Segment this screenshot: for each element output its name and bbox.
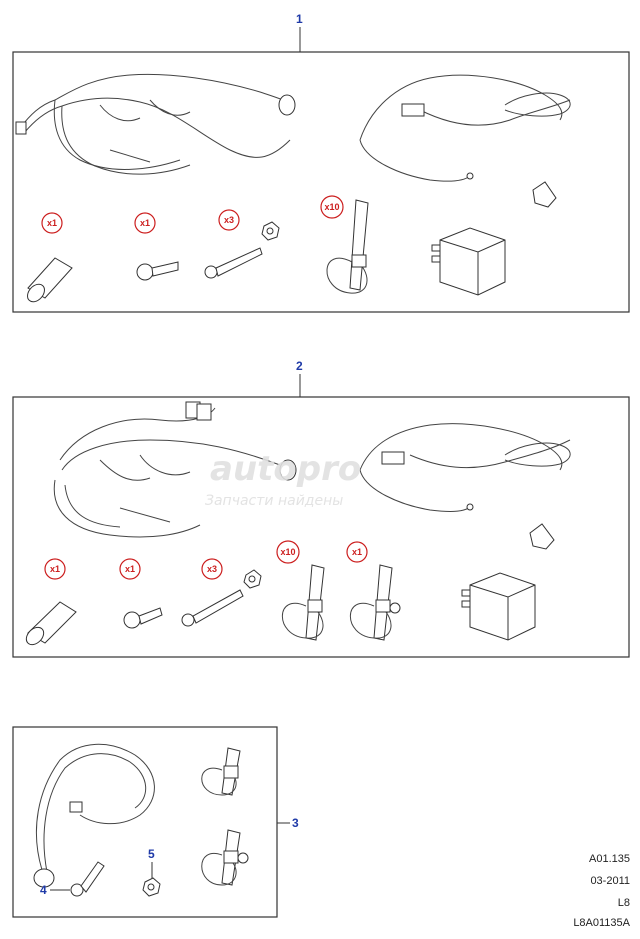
reference-date: 03-2011 (590, 875, 630, 887)
svg-text:x1: x1 (47, 218, 57, 228)
svg-text:x3: x3 (207, 564, 217, 574)
bolt-icon (181, 589, 244, 627)
wiring-harness-3 (53, 401, 297, 538)
screw-icon (136, 261, 179, 281)
relay-plug-icon (401, 103, 425, 117)
svg-text:x3: x3 (224, 215, 234, 225)
grommet-icon (279, 459, 297, 481)
qty-bubble-p1-screw: x1 (134, 212, 156, 234)
grommet-icon (33, 868, 55, 888)
qty-bubble-p1-bolt: x3 (218, 209, 240, 231)
reference-code: A01.135 (589, 853, 630, 865)
wiring-harness-2 (359, 74, 571, 182)
cable-tie-screw-icon (201, 829, 249, 886)
eyelet-icon (466, 172, 474, 180)
connector-icon (15, 121, 27, 135)
reference-drawing: L8A01135A (573, 917, 630, 929)
bulb-cap-icon (532, 181, 557, 208)
callout-1[interactable]: 1 (296, 12, 303, 26)
nut-icon (261, 221, 280, 241)
svg-text:x1: x1 (50, 564, 60, 574)
callout-4[interactable]: 4 (40, 883, 47, 897)
qty-bubble-p2-tie2: x1 (346, 541, 368, 563)
wiring-harness-4 (359, 423, 571, 512)
wiring-harness-1 (15, 73, 296, 175)
callout-3[interactable]: 3 (292, 816, 299, 830)
fuse-holder-icon (27, 257, 73, 303)
qty-bubble-p2-screw: x1 (119, 558, 141, 580)
svg-text:x1: x1 (125, 564, 135, 574)
svg-text:x1: x1 (140, 218, 150, 228)
qty-bubble-p2-tie: x10 (276, 540, 300, 564)
wiring-harness-5 (33, 743, 155, 888)
callout-5[interactable]: 5 (148, 847, 155, 861)
bolt-icon (70, 861, 105, 897)
bulb-cap-icon (529, 523, 555, 550)
qty-bubble-p1-tie: x10 (320, 195, 344, 219)
nut-icon (243, 569, 262, 589)
cable-tie-icon (201, 747, 241, 796)
relay-plug-icon (381, 451, 405, 465)
callout-2[interactable]: 2 (296, 359, 303, 373)
fuse-holder-icon (25, 601, 77, 646)
nut-icon (142, 877, 161, 897)
eyelet-icon (466, 503, 474, 511)
cable-tie-screw-icon (350, 564, 401, 641)
svg-text:x10: x10 (280, 547, 295, 557)
relay-icon (461, 572, 536, 641)
svg-text:x1: x1 (352, 547, 362, 557)
cable-tie-icon (282, 564, 325, 641)
grommet-icon (278, 94, 296, 116)
svg-text:Запчасти найдены: Запчасти найдены (205, 493, 343, 509)
cable-tie-icon (326, 199, 369, 294)
svg-text:x10: x10 (324, 202, 339, 212)
qty-bubble-p1-fuse: x1 (41, 212, 63, 234)
relay-icon (431, 227, 506, 296)
connector-icon (69, 801, 83, 813)
watermark: autopro Запчасти найдены (205, 449, 361, 509)
reference-model: L8 (617, 897, 630, 909)
qty-bubble-p2-fuse: x1 (44, 558, 66, 580)
screw-icon (123, 607, 163, 629)
qty-bubble-p2-bolt: x3 (201, 558, 223, 580)
svg-text:autopro: autopro (210, 449, 361, 489)
bolt-icon (204, 247, 263, 279)
